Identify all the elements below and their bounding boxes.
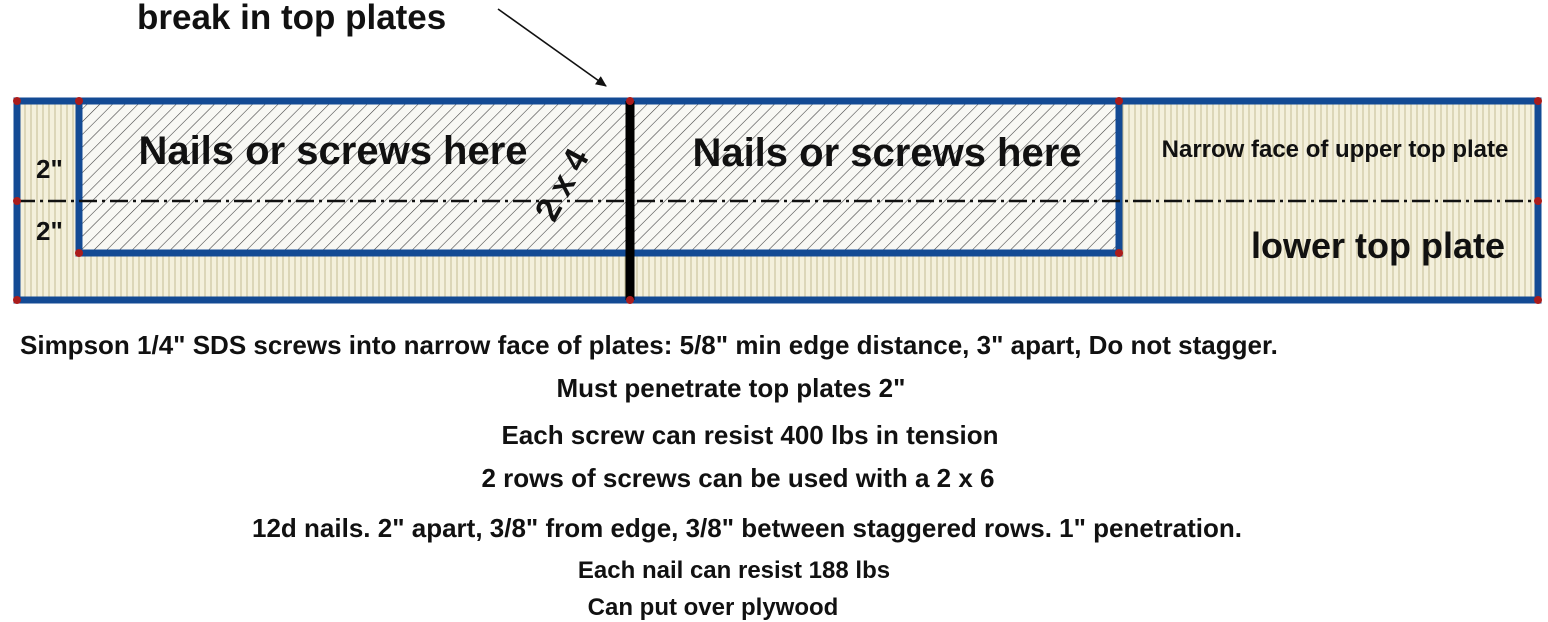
corner-dot bbox=[626, 97, 634, 105]
upper-plate-label: Narrow face of upper top plate bbox=[1162, 136, 1509, 163]
corner-dot bbox=[1115, 249, 1123, 257]
screw-rows-note: 2 rows of screws can be used with a 2 x … bbox=[481, 463, 995, 493]
corner-dot bbox=[626, 296, 634, 304]
corner-dot bbox=[13, 197, 21, 205]
break-callout-label: break in top plates bbox=[137, 0, 446, 37]
corner-dot bbox=[75, 97, 83, 105]
nail-spec-note: 12d nails. 2" apart, 3/8" from edge, 3/8… bbox=[252, 513, 1242, 543]
corner-dot bbox=[1534, 197, 1542, 205]
plywood-note: Can put over plywood bbox=[587, 594, 839, 621]
lower-plate-dimension: 2" bbox=[36, 216, 63, 246]
right-nail-zone-label: Nails or screws here bbox=[692, 131, 1081, 175]
upper-plate-dimension: 2" bbox=[36, 154, 63, 184]
lower-plate-label: lower top plate bbox=[1251, 225, 1505, 266]
corner-dot bbox=[75, 249, 83, 257]
left-nail-zone-label: Nails or screws here bbox=[138, 129, 527, 173]
corner-dot bbox=[1115, 97, 1123, 105]
screw-penetration-note: Must penetrate top plates 2" bbox=[556, 373, 906, 403]
nail-capacity-note: Each nail can resist 188 lbs bbox=[577, 557, 891, 584]
corner-dot bbox=[13, 296, 21, 304]
screw-spec-note: Simpson 1/4" SDS screws into narrow face… bbox=[20, 330, 1278, 360]
break-callout-arrow bbox=[497, 8, 607, 87]
nail-zone-outline bbox=[75, 101, 1123, 257]
corner-dot bbox=[1534, 97, 1542, 105]
corner-dot bbox=[13, 97, 21, 105]
left-nail-zone bbox=[79, 101, 630, 253]
right-nail-zone bbox=[630, 101, 1119, 253]
corner-dots bbox=[13, 97, 1542, 304]
corner-dot bbox=[1534, 296, 1542, 304]
screw-capacity-note: Each screw can resist 400 lbs in tension bbox=[501, 420, 999, 450]
